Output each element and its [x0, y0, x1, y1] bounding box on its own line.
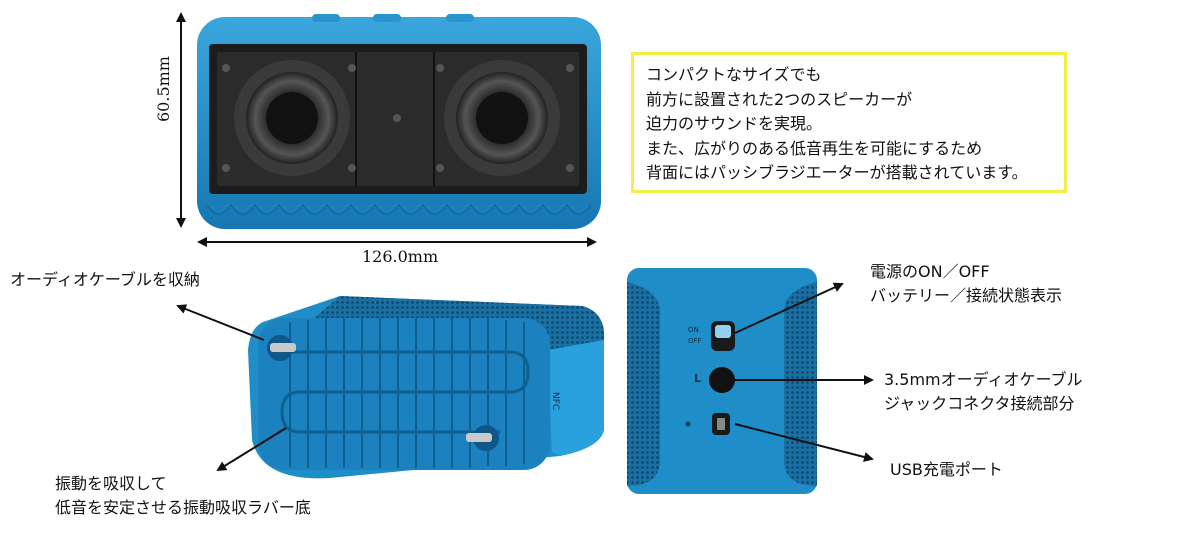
jack-marking: L: [694, 372, 702, 385]
label-audio-jack-line2: ジャックコネクタ接続部分: [884, 394, 1075, 413]
label-audio-jack-line1: 3.5mmオーディオケーブル: [884, 370, 1083, 389]
label-audio-cable-storage: オーディオケーブルを収納: [10, 270, 200, 289]
bottom-speaker-view: [248, 296, 605, 479]
label-rubber-base-line2: 低音を安定させる振動吸収ラバー底: [55, 498, 311, 517]
arrow-usb-port: [734, 423, 874, 462]
description-line: 迫力のサウンドを実現。: [646, 114, 823, 133]
label-rubber-base-line1: 振動を吸収して: [55, 474, 167, 493]
label-power-line1: 電源のON／OFF: [870, 262, 990, 281]
arrow-audio-cable-storage: [176, 304, 265, 341]
description-line: 背面にはパッシブラジエーターが搭載されています。: [646, 163, 1028, 182]
switch-off-marking: OFF: [688, 337, 702, 345]
description-line: 前方に設置された2つのスピーカーが: [646, 89, 913, 109]
height-dimension-label: 60.5mm: [154, 56, 173, 122]
label-power-line2: バッテリー／接続状態表示: [870, 286, 1063, 305]
nfc-marking: NFC: [550, 392, 560, 411]
switch-on-marking: ON: [688, 326, 699, 334]
description-box: コンパクトなサイズでも 前方に設置された2つのスピーカーが 迫力のサウンドを実現…: [631, 52, 1067, 193]
arrow-rubber-base: [216, 427, 287, 472]
side-speaker-view: [627, 268, 817, 494]
arrow-power-switch: [734, 282, 844, 334]
label-usb-port: USB充電ポート: [890, 460, 1003, 479]
width-dimension-label: 126.0mm: [362, 247, 439, 266]
description-line: コンパクトなサイズでも: [646, 65, 822, 84]
description-line: また、広がりのある低音再生を可能にするため: [646, 138, 983, 158]
front-speaker: [197, 14, 601, 229]
